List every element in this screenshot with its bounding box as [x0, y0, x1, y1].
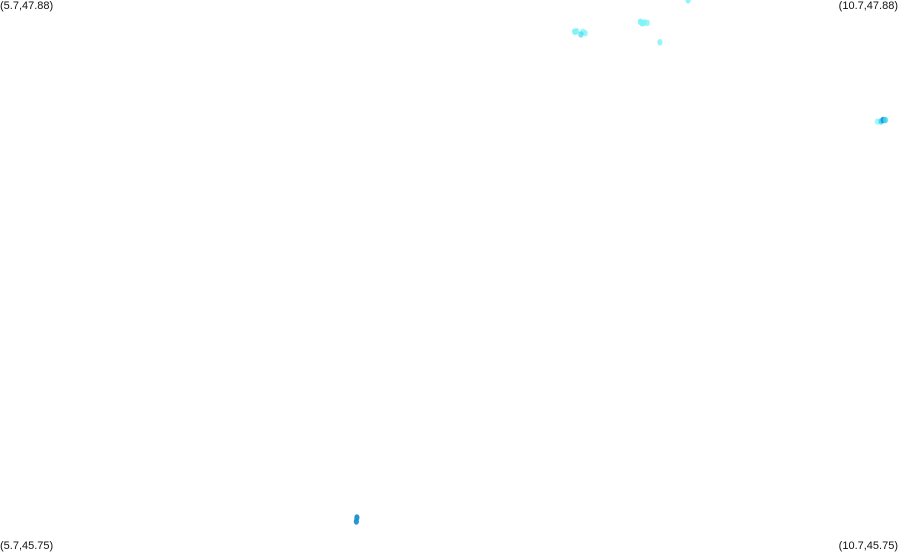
top-left-coordinate-label: (5.7,47.88)	[0, 0, 54, 12]
map-point-marker	[353, 518, 359, 525]
map-point-marker	[882, 116, 888, 124]
map-point-marker	[644, 19, 650, 27]
map-point-marker	[685, 0, 691, 4]
top-right-coordinate-label: (10.7,47.88)	[838, 0, 898, 12]
bottom-left-coordinate-label: (5.7,45.75)	[0, 540, 54, 552]
map-point-marker	[574, 28, 580, 35]
map-point-marker	[582, 29, 588, 37]
map-point-marker	[657, 38, 663, 46]
map-point-marker	[578, 31, 584, 38]
bottom-right-coordinate-label: (10.7,45.75)	[838, 540, 898, 552]
